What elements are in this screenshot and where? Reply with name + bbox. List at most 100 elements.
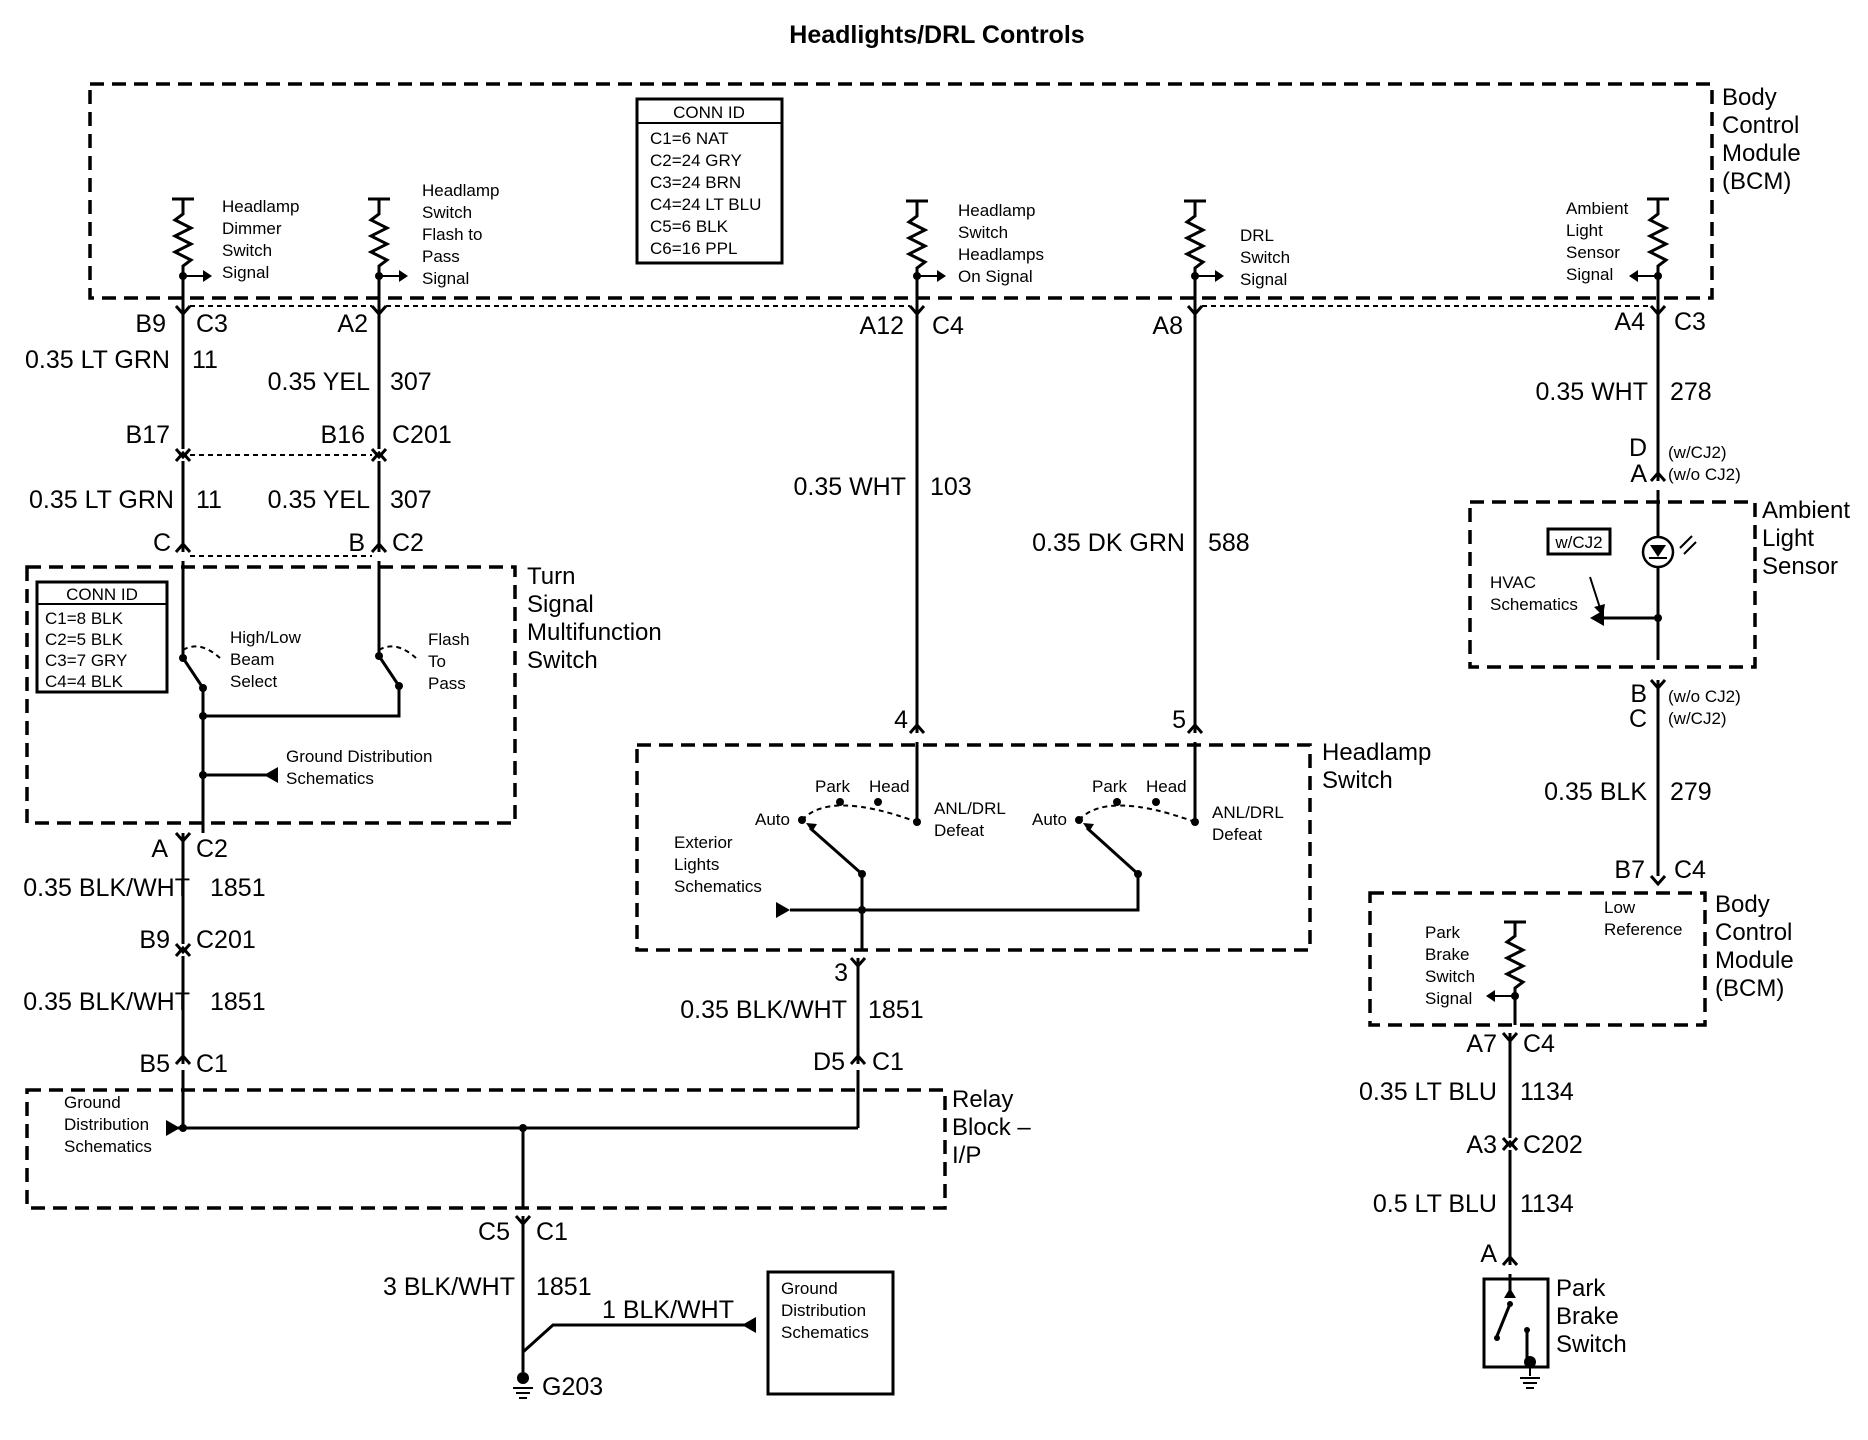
svg-text:Control: Control xyxy=(1715,919,1792,946)
svg-text:A12: A12 xyxy=(860,312,904,340)
svg-text:1851: 1851 xyxy=(536,1273,592,1301)
svg-text:Reference: Reference xyxy=(1604,920,1682,939)
svg-text:(w/CJ2): (w/CJ2) xyxy=(1668,443,1727,462)
svg-text:1851: 1851 xyxy=(210,874,266,902)
svg-text:C2: C2 xyxy=(196,835,228,863)
bcm-top-label: Body Control Module (BCM) xyxy=(1722,84,1801,195)
svg-text:B7: B7 xyxy=(1614,856,1645,884)
ambient-resistor xyxy=(1629,197,1670,284)
svg-text:Ground Distribution: Ground Distribution xyxy=(286,747,432,766)
svg-text:C2: C2 xyxy=(392,529,424,557)
svg-text:I/P: I/P xyxy=(952,1142,981,1169)
svg-text:HVAC: HVAC xyxy=(1490,573,1536,592)
svg-text:0.35 YEL: 0.35 YEL xyxy=(268,486,371,514)
svg-text:Switch: Switch xyxy=(422,203,472,222)
svg-text:Switch: Switch xyxy=(1556,1331,1627,1358)
svg-text:B17: B17 xyxy=(126,421,170,449)
svg-text:Signal: Signal xyxy=(527,591,594,618)
pin-labels: B9 C3 A2 A12 C4 A8 A4 C3 B17 B16 C201 C … xyxy=(126,308,1707,1401)
svg-text:Body: Body xyxy=(1715,891,1770,918)
svg-text:B9: B9 xyxy=(135,310,166,338)
svg-text:ANL/DRL: ANL/DRL xyxy=(1212,803,1284,822)
svg-text:CONN ID: CONN ID xyxy=(673,103,745,122)
svg-text:Ambient: Ambient xyxy=(1566,199,1629,218)
svg-text:Sensor: Sensor xyxy=(1762,553,1838,580)
svg-text:Light: Light xyxy=(1762,525,1814,552)
svg-text:C202: C202 xyxy=(1523,1131,1583,1159)
svg-text:307: 307 xyxy=(390,368,432,396)
svg-text:C2=5 BLK: C2=5 BLK xyxy=(45,630,124,649)
svg-text:A8: A8 xyxy=(1152,312,1183,340)
park-brake-switch-box xyxy=(1482,1277,1550,1369)
svg-text:B16: B16 xyxy=(321,421,365,449)
svg-text:C1=8 BLK: C1=8 BLK xyxy=(45,609,124,628)
svg-text:Auto: Auto xyxy=(1032,810,1067,829)
svg-text:On Signal: On Signal xyxy=(958,267,1033,286)
park-brake-switch-label: Park Brake Switch xyxy=(1556,1275,1627,1358)
ambient-sensor-box xyxy=(1468,500,1757,669)
svg-text:C: C xyxy=(1629,705,1647,733)
svg-text:0.35 BLK/WHT: 0.35 BLK/WHT xyxy=(23,988,190,1016)
svg-text:Brake: Brake xyxy=(1425,945,1469,964)
head-on-resistor xyxy=(905,199,946,284)
svg-text:C: C xyxy=(153,529,171,557)
svg-text:Distribution: Distribution xyxy=(64,1115,149,1134)
svg-text:C3=24 BRN: C3=24 BRN xyxy=(650,173,741,192)
svg-text:C5=6 BLK: C5=6 BLK xyxy=(650,217,729,236)
headlamp-switch-label: Headlamp Switch xyxy=(1322,739,1431,794)
svg-text:Signal: Signal xyxy=(222,263,269,282)
drl-signal-label: DRL Switch Signal xyxy=(1240,226,1290,289)
relay-block-internals: Ground Distribution Schematics xyxy=(64,1070,860,1208)
svg-text:Low: Low xyxy=(1604,898,1636,917)
svg-text:Turn: Turn xyxy=(527,563,575,590)
svg-text:Switch: Switch xyxy=(1240,248,1290,267)
svg-text:C4=24 LT BLU: C4=24 LT BLU xyxy=(650,195,761,214)
svg-text:D5: D5 xyxy=(813,1048,845,1076)
svg-text:Signal: Signal xyxy=(422,269,469,288)
svg-text:C4: C4 xyxy=(1523,1030,1555,1058)
svg-text:0.35 BLK/WHT: 0.35 BLK/WHT xyxy=(680,996,847,1024)
svg-text:Signal: Signal xyxy=(1425,989,1472,1008)
svg-text:0.35 LT GRN: 0.35 LT GRN xyxy=(25,346,170,374)
svg-text:Select: Select xyxy=(230,672,278,691)
svg-text:Headlamps: Headlamps xyxy=(958,245,1044,264)
svg-text:Relay: Relay xyxy=(952,1086,1013,1113)
svg-text:278: 278 xyxy=(1670,378,1712,406)
svg-text:Defeat: Defeat xyxy=(1212,825,1262,844)
svg-text:Schematics: Schematics xyxy=(64,1137,152,1156)
svg-text:11: 11 xyxy=(196,486,222,514)
svg-text:4: 4 xyxy=(894,706,908,734)
svg-text:0.35 BLK: 0.35 BLK xyxy=(1544,778,1647,806)
svg-text:B: B xyxy=(348,529,365,557)
turn-ground-label: Ground Distribution Schematics xyxy=(286,747,432,788)
svg-text:0.35 DK GRN: 0.35 DK GRN xyxy=(1032,529,1185,557)
svg-text:279: 279 xyxy=(1670,778,1712,806)
svg-text:D: D xyxy=(1629,434,1647,462)
svg-text:A: A xyxy=(151,835,168,863)
svg-text:C1: C1 xyxy=(536,1218,568,1246)
svg-text:1134: 1134 xyxy=(1520,1078,1574,1106)
svg-text:Exterior: Exterior xyxy=(674,833,733,852)
svg-text:A2: A2 xyxy=(337,310,368,338)
bcm-bottom-label: Body Control Module (BCM) xyxy=(1715,891,1794,1002)
svg-text:0.5 LT BLU: 0.5 LT BLU xyxy=(1373,1190,1497,1218)
svg-text:Lights: Lights xyxy=(674,855,719,874)
svg-text:3: 3 xyxy=(834,959,848,987)
svg-text:Ground: Ground xyxy=(781,1279,838,1298)
svg-text:C1: C1 xyxy=(196,1050,228,1078)
svg-text:Signal: Signal xyxy=(1240,270,1287,289)
svg-text:0.35 YEL: 0.35 YEL xyxy=(268,368,371,396)
ambient-signal-label: Ambient Light Sensor Signal xyxy=(1566,199,1629,284)
svg-text:C4: C4 xyxy=(1674,856,1706,884)
bcm-top-box xyxy=(88,82,1714,300)
svg-text:CONN ID: CONN ID xyxy=(66,585,138,604)
g203-ground xyxy=(513,1372,533,1399)
conn-id-bcm: CONN ID C1=6 NAT C2=24 GRY C3=24 BRN C4=… xyxy=(635,97,784,265)
svg-text:C3: C3 xyxy=(1674,308,1706,336)
svg-text:1851: 1851 xyxy=(868,996,924,1024)
svg-text:B5: B5 xyxy=(139,1050,170,1078)
high-low-label: High/Low Beam Select xyxy=(230,628,302,691)
svg-text:0.35 WHT: 0.35 WHT xyxy=(1535,378,1648,406)
turn-signal-label: Turn Signal Multifunction Switch xyxy=(527,563,662,674)
svg-text:Module: Module xyxy=(1715,947,1794,974)
